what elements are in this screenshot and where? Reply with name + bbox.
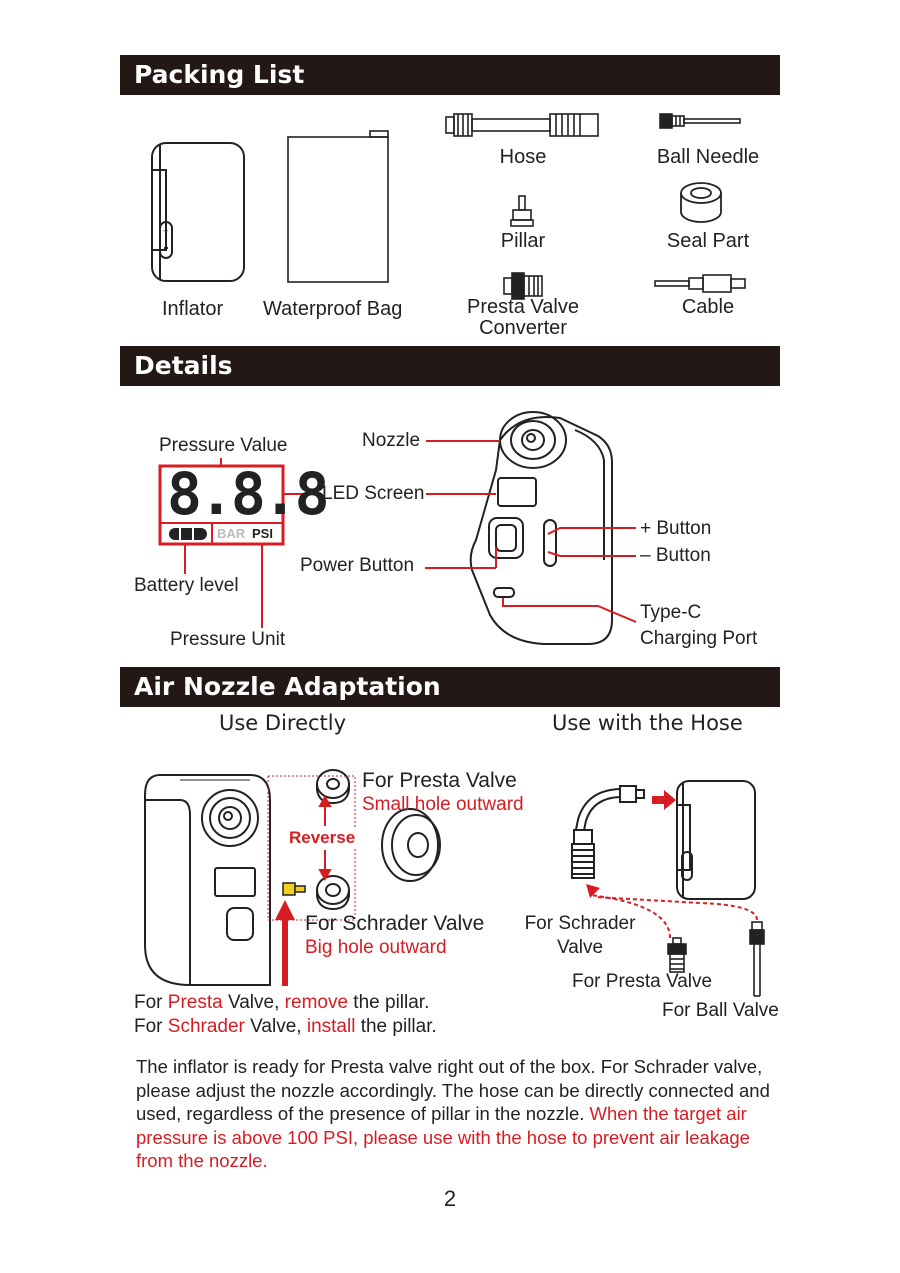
lcd-unit-psi: PSI [252,526,273,541]
seal-small-illustration [316,769,350,805]
details-leader-lines-left [184,458,263,628]
label-cable: Cable [681,296,735,318]
bag-illustration [287,130,389,283]
label-for-presta-valve: For Presta Valve [362,769,517,792]
label-hose-schrader-line1: For Schrader [524,913,636,934]
label-big-hole-outward: Big hole outward [305,937,447,958]
hose-illustration [445,113,599,137]
label-hose-schrader: For Schrader Valve [522,912,638,960]
label-power-button: Power Button [300,555,415,576]
section-header-details: Details [120,346,780,386]
device-illustration [469,411,613,645]
details-leader-lines-right [283,440,637,623]
label-type-c-line1: Type-C [640,602,702,623]
seal-part-illustration [680,182,722,223]
instruction-presta-a: For [134,992,168,1013]
presta-converter-small [667,937,687,973]
page-number: 2 [443,1186,457,1211]
label-for-schrader-valve: For Schrader Valve [305,912,485,935]
label-plus-button: + Button [640,518,712,539]
instruction-schrader-d: install [306,1016,356,1037]
label-hose-ball-valve: For Ball Valve [662,1000,779,1021]
info-paragraph-black: The inflator is ready for Presta valve r… [136,1056,770,1124]
label-hose-presta: For Presta Valve [572,971,713,992]
instruction-presta-e: the pillar. [348,992,430,1013]
label-hose-schrader-line2: Valve [556,937,604,958]
inflator-side-illustration [676,780,756,900]
label-minus-button: – Button [640,545,711,566]
label-nozzle: Nozzle [362,430,421,451]
label-reverse: Reverse [288,828,357,848]
label-led-screen: LED Screen [322,483,425,504]
seal-schrader-illustration [316,875,350,911]
label-small-hole-outward: Small hole outward [362,794,524,815]
ball-needle-vertical [749,921,765,997]
instruction-presta-d: remove [284,992,349,1013]
label-seal-part: Seal Part [666,230,750,252]
label-presta-converter-line1: Presta Valve [467,296,579,318]
hose-connect-arrow [652,790,676,810]
label-hose: Hose [499,146,547,168]
cable-illustration [654,274,746,293]
adapter-arrow-head [586,884,600,898]
hose-bent-illustration [571,785,645,879]
instruction-presta-c: Valve, [222,992,285,1013]
insert-arrow-up [275,900,295,986]
lcd-unit-bar: BAR [217,526,246,541]
inflator-illustration: + [151,142,245,282]
reverse-dotted-lines [267,775,356,921]
label-inflator: Inflator [162,298,224,320]
seal-large-illustration [381,808,441,882]
instruction-presta-b: Presta [167,992,223,1013]
info-paragraph: The inflator is ready for Presta valve r… [136,1055,776,1173]
label-pressure-unit: Pressure Unit [170,629,286,650]
instruction-schrader-e: the pillar. [355,1016,437,1037]
reverse-arrows [318,794,332,882]
label-presta-converter-line2: Converter [479,317,567,339]
pillar-yellow-illustration [282,882,306,896]
label-battery-level: Battery level [134,575,239,596]
lcd-digits: 8.8.8 [167,460,330,528]
instruction-schrader-b: Schrader [167,1016,245,1037]
instruction-presta: For Presta Valve, remove the pillar. [134,992,429,1014]
instruction-schrader-a: For [134,1016,168,1037]
pillar-illustration [510,195,534,227]
section-header-packing-list: Packing List [120,55,780,95]
instruction-schrader: For Schrader Valve, install the pillar. [134,1016,437,1038]
presta-converter-illustration [503,272,543,300]
svg-text:+: + [163,226,168,236]
label-pillar: Pillar [500,230,546,252]
label-presta-converter: Presta Valve Converter [453,297,593,339]
section-header-air-nozzle: Air Nozzle Adaptation [120,667,780,707]
label-type-c: Type-C Charging Port [640,600,757,652]
label-type-c-line2: Charging Port [640,628,758,649]
label-pressure-value: Pressure Value [159,435,288,456]
inflator-front-illustration [144,774,271,986]
instruction-schrader-c: Valve, [244,1016,307,1037]
subheading-use-directly: Use Directly [219,711,347,735]
label-waterproof-bag: Waterproof Bag [263,298,403,320]
info-paragraph-red: When the target air pressure is above 10… [136,1103,750,1171]
ball-needle-illustration [659,113,741,129]
adapter-dashed-lines [589,894,758,939]
subheading-use-with-hose: Use with the Hose [552,711,743,735]
label-ball-needle: Ball Needle [656,146,760,168]
